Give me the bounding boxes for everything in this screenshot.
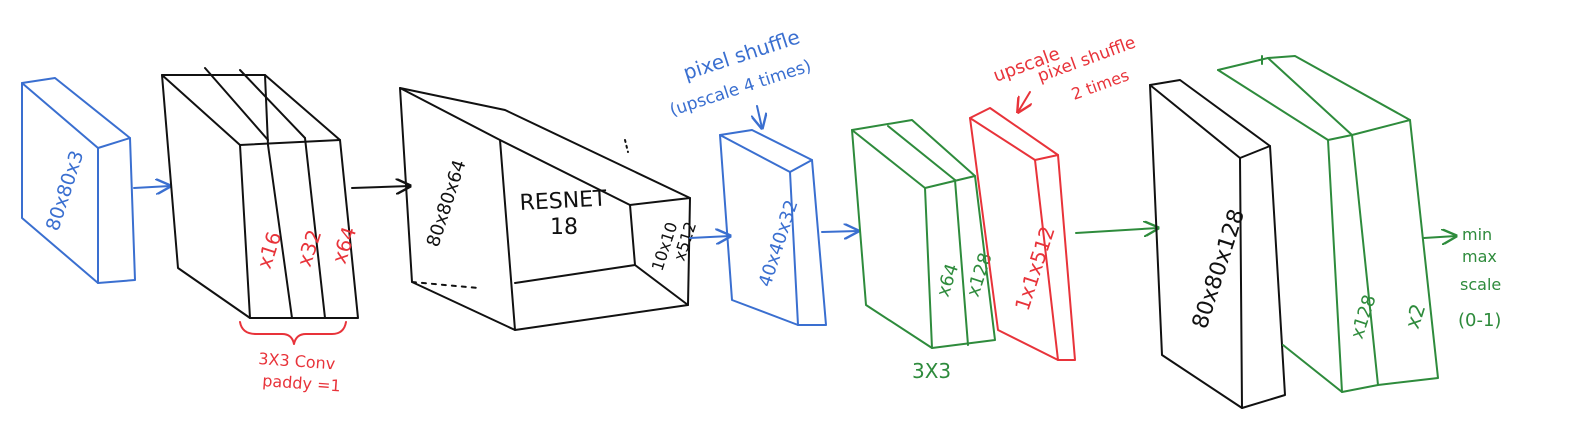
arrow-shuffle1-note bbox=[757, 105, 762, 128]
input-label: 80x80x3 bbox=[42, 148, 89, 234]
minmax-line2: max bbox=[1462, 247, 1497, 266]
minmax-line1: min bbox=[1462, 225, 1492, 244]
shuffle1-block bbox=[719, 129, 827, 326]
conv-x64-label: x64 bbox=[327, 224, 361, 267]
input-block bbox=[21, 77, 136, 284]
arrow-resnet-to-shuffle bbox=[689, 236, 730, 238]
minmax-line3: scale bbox=[1460, 275, 1501, 294]
conv-x16-label: x16 bbox=[252, 229, 286, 272]
final-green-block bbox=[1217, 55, 1439, 393]
red-shuffle-block bbox=[969, 107, 1076, 361]
final-x2-label: x2 bbox=[1400, 301, 1430, 332]
resnet-input-label: 80x80x64 bbox=[423, 157, 471, 249]
conv-block bbox=[161, 67, 359, 319]
conv-note-line1: 3X3 Conv bbox=[258, 349, 336, 373]
resnet-title-line1: RESNET bbox=[519, 186, 608, 216]
arrow-red-to-big bbox=[1075, 228, 1158, 233]
red-block-label: 1x1x512 bbox=[1010, 223, 1060, 313]
resnet-title-line2: 18 bbox=[550, 215, 578, 240]
resnet-block bbox=[399, 87, 691, 331]
conv-brace bbox=[239, 321, 347, 345]
conv-note-line2: paddy =1 bbox=[262, 371, 342, 395]
minmax-line4: (0-1) bbox=[1458, 310, 1501, 331]
arrow-shuffle1-to-green bbox=[821, 231, 858, 232]
green-conv-block bbox=[851, 119, 996, 349]
green-3x3-label: 3X3 bbox=[912, 359, 951, 383]
big-block bbox=[1149, 79, 1286, 409]
arrow-input-to-conv bbox=[133, 186, 170, 188]
final-x128-label: x128 bbox=[1347, 292, 1381, 341]
green-x64-label: x64 bbox=[933, 261, 963, 299]
conv-x32-label: x32 bbox=[292, 227, 326, 270]
arrow-shuffle2-note bbox=[1018, 91, 1030, 112]
arrow-final-output bbox=[1423, 236, 1456, 238]
arrow-conv-to-resnet bbox=[351, 186, 410, 188]
